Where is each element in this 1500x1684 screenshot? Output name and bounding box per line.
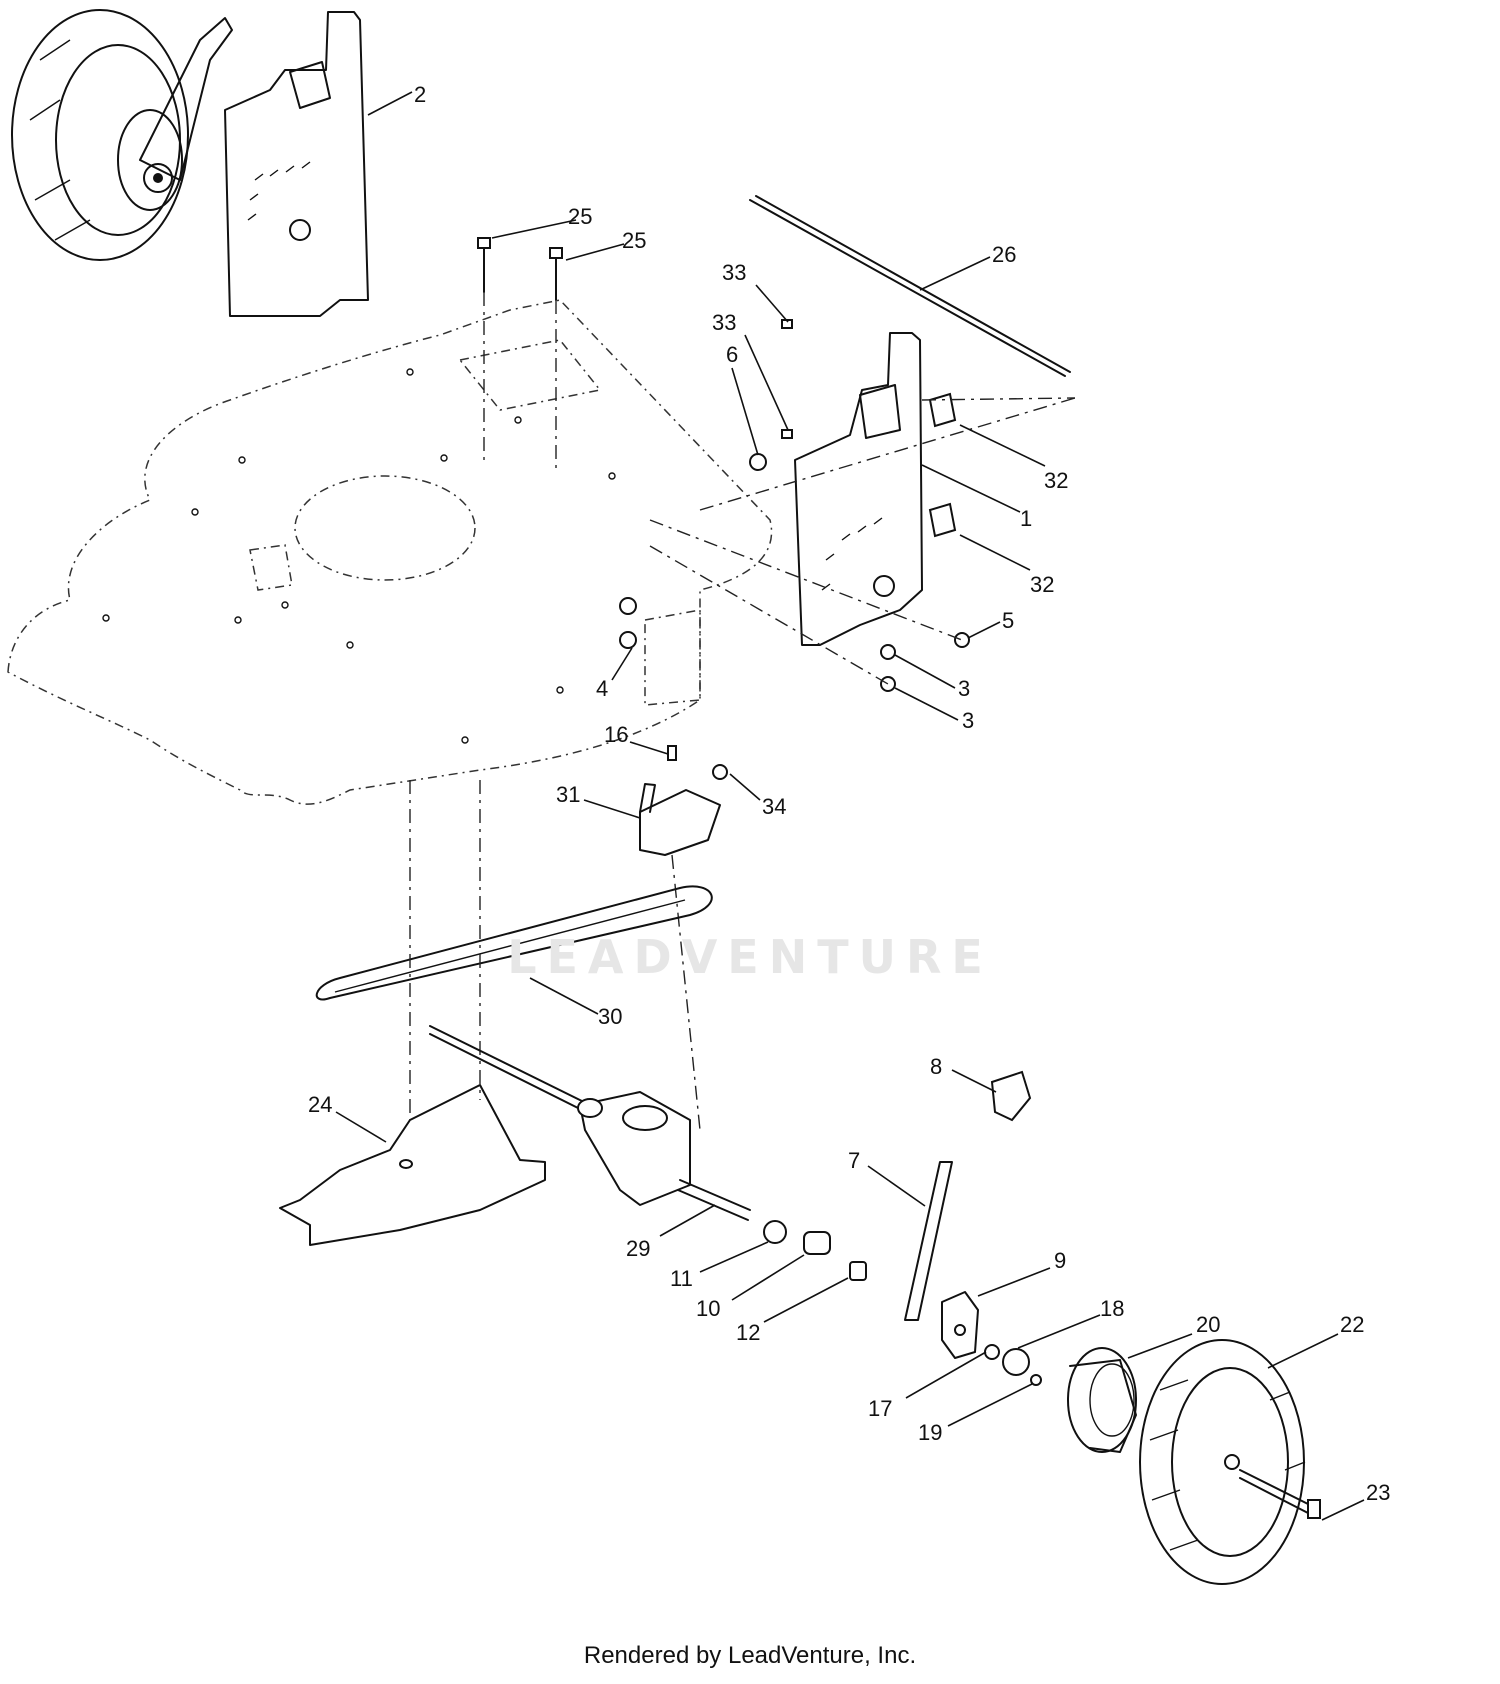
right-wheel-22 bbox=[1139, 1339, 1306, 1585]
footer-credit: Rendered by LeadVenture, Inc. bbox=[583, 1642, 917, 1669]
callout-33: 33 bbox=[722, 260, 746, 285]
leader-lines bbox=[335, 91, 1365, 1521]
small-parts-17-18-19 bbox=[984, 1344, 1042, 1386]
callout-25: 25 bbox=[622, 228, 646, 253]
watermark-text: LEADVENTURE bbox=[507, 930, 993, 984]
rod-26 bbox=[749, 195, 1071, 377]
height-adjust-plate-right bbox=[794, 332, 923, 646]
callout-2: 2 bbox=[414, 82, 426, 107]
callout-31: 31 bbox=[556, 782, 580, 807]
callout-1: 1 bbox=[1020, 506, 1032, 531]
callout-25: 25 bbox=[568, 204, 592, 229]
callout-8: 8 bbox=[930, 1054, 942, 1079]
bracket-31 bbox=[639, 745, 728, 1131]
callout-18: 18 bbox=[1100, 1296, 1124, 1321]
spacers-10-11-12 bbox=[763, 1220, 867, 1281]
callout-labels: 2 25 25 26 33 33 6 32 1 32 5 3 3 4 16 34… bbox=[308, 82, 1390, 1505]
knobs-32 bbox=[699, 392, 1076, 538]
hub-20 bbox=[1067, 1347, 1137, 1453]
callout-24: 24 bbox=[308, 1092, 332, 1117]
bolts-3-5-nuts-4 bbox=[619, 519, 970, 692]
callout-4: 4 bbox=[596, 676, 608, 701]
callout-3: 3 bbox=[962, 708, 974, 733]
shield-24 bbox=[279, 1084, 546, 1246]
transmission-29 bbox=[429, 1025, 751, 1221]
height-adjust-plate-left bbox=[224, 11, 369, 317]
callout-9: 9 bbox=[1054, 1248, 1066, 1273]
callout-12: 12 bbox=[736, 1320, 760, 1345]
callout-29: 29 bbox=[626, 1236, 650, 1261]
callout-30: 30 bbox=[598, 1004, 622, 1029]
callout-32: 32 bbox=[1044, 468, 1068, 493]
callout-33: 33 bbox=[712, 310, 736, 335]
callout-19: 19 bbox=[918, 1420, 942, 1445]
lever-7-grip-8 bbox=[904, 1070, 1032, 1321]
callout-7: 7 bbox=[848, 1148, 860, 1173]
left-wheel-assembly bbox=[11, 9, 233, 261]
callout-23: 23 bbox=[1366, 1480, 1390, 1505]
callout-17: 17 bbox=[868, 1396, 892, 1421]
callout-20: 20 bbox=[1196, 1312, 1220, 1337]
callout-11: 11 bbox=[670, 1266, 693, 1291]
callout-3: 3 bbox=[958, 676, 970, 701]
drive-belt-30 bbox=[315, 885, 713, 1001]
callout-34: 34 bbox=[762, 794, 786, 819]
mower-deck-outline bbox=[7, 299, 773, 805]
callout-32: 32 bbox=[1030, 572, 1054, 597]
callout-26: 26 bbox=[992, 242, 1016, 267]
plate-9 bbox=[941, 1291, 979, 1359]
callout-22: 22 bbox=[1340, 1312, 1364, 1337]
callout-5: 5 bbox=[1002, 608, 1014, 633]
callout-10: 10 bbox=[696, 1296, 720, 1321]
bolt-23 bbox=[1239, 1469, 1321, 1519]
callout-6: 6 bbox=[726, 342, 738, 367]
screws-33-nut-6 bbox=[749, 319, 793, 471]
callout-16: 16 bbox=[604, 722, 628, 747]
bolts-25 bbox=[477, 237, 563, 470]
